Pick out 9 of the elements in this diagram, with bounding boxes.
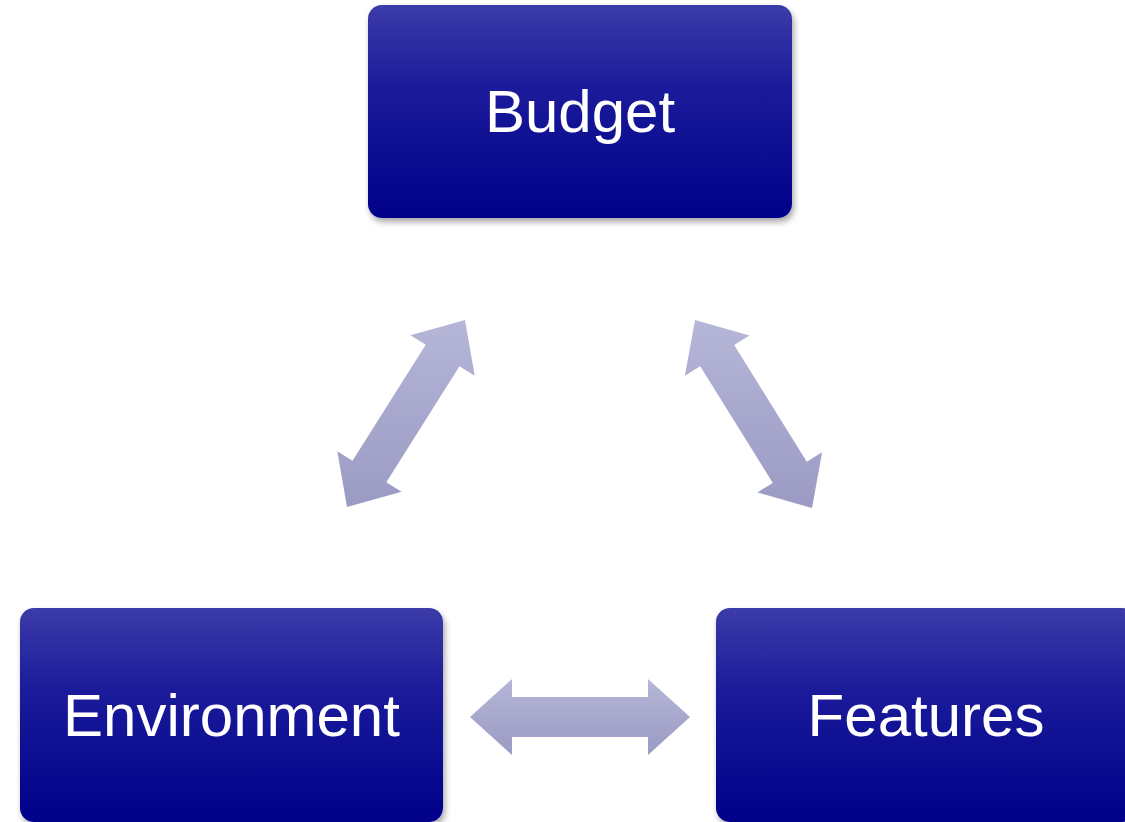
double-arrow bbox=[337, 320, 475, 507]
process-box bbox=[716, 608, 1125, 822]
double-arrow bbox=[470, 679, 690, 755]
process-box bbox=[368, 5, 792, 218]
node-label: Budget bbox=[484, 77, 676, 146]
node-label: Environment bbox=[63, 680, 400, 750]
double-arrow bbox=[684, 320, 823, 508]
node-label: Features bbox=[807, 680, 1045, 750]
process-box bbox=[20, 608, 443, 822]
